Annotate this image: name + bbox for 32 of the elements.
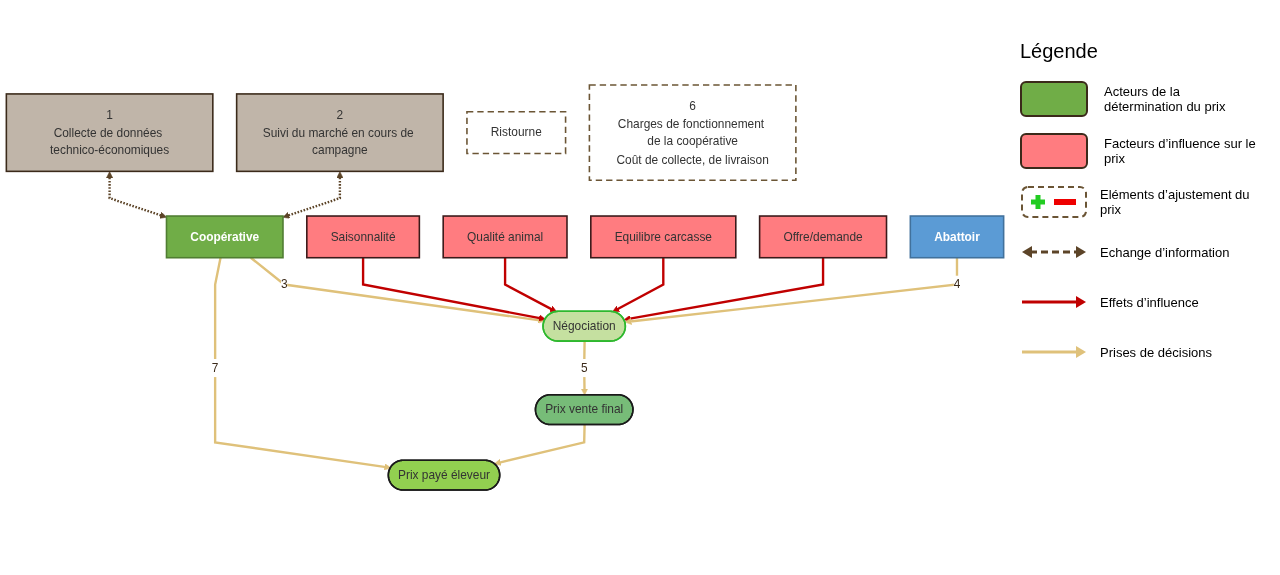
edge-label: 7 <box>211 360 219 375</box>
edge-label: 5 <box>580 360 588 375</box>
legend-label: Prises de décisions <box>1100 344 1212 360</box>
node-box: Coopérative <box>165 215 284 259</box>
arrow <box>581 341 588 396</box>
node-box: Offre/demande <box>758 215 888 259</box>
node-box: Saisonnalité <box>306 215 421 259</box>
edge-label: 4 <box>953 277 961 291</box>
legend-label: Echange d’information <box>1100 244 1230 260</box>
arrow <box>361 257 546 322</box>
node-box: 2 Suivi du marché en cours de campagne <box>235 93 444 173</box>
node-box: Equilibre carcasse <box>590 215 737 259</box>
arrow <box>250 256 545 324</box>
legend-label: Effets d’influence <box>1100 294 1199 310</box>
node-box: 1 Collecte de données technico-économiques <box>5 93 214 173</box>
node-box: Qualité animal <box>442 215 568 259</box>
arrow <box>624 257 959 325</box>
arrow <box>503 257 557 313</box>
arrow <box>612 257 665 313</box>
legend-title: Légende <box>1020 40 1098 63</box>
arrow <box>494 424 586 466</box>
node-box: Abattoir <box>909 215 1005 259</box>
edge-label: 3 <box>281 277 288 291</box>
legend-label: Facteurs d’influence sur le prix <box>1104 136 1257 166</box>
node-box: Ristourne <box>466 111 567 155</box>
legend-label: Eléments d’ajustement du prix <box>1100 187 1251 217</box>
node-box: 6 Charges de fonctionnement de la coopérative Coût de collecte, de livraison <box>588 84 797 182</box>
arrow <box>106 171 167 219</box>
legend-label: Acteurs de la détermination du prix <box>1104 84 1227 114</box>
arrow <box>623 257 825 323</box>
arrow <box>213 257 392 471</box>
arrow <box>282 171 344 219</box>
